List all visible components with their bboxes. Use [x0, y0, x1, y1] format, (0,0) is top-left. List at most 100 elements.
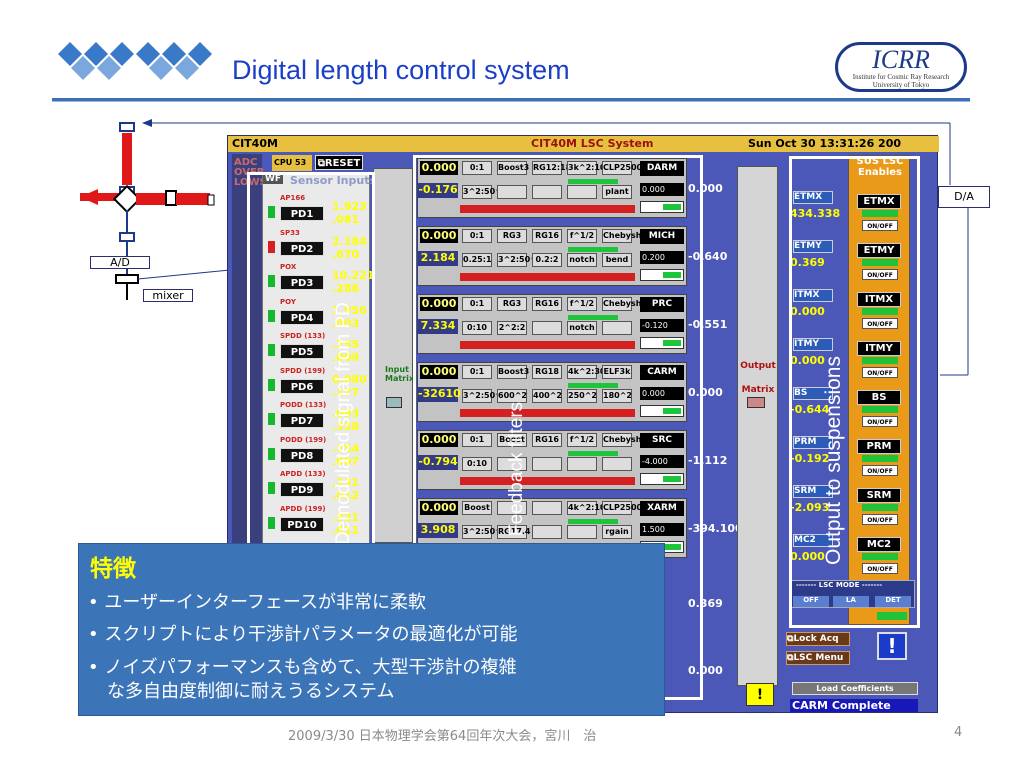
filter-fm-button[interactable]: Chebyshev: [602, 229, 652, 243]
filter-fm2-button[interactable]: 250^2: [567, 389, 597, 403]
filter-fm-button[interactable]: 0:1: [462, 161, 492, 175]
filter-fm-button[interactable]: Chebyshev: [602, 433, 652, 447]
filter-fm-button[interactable]: RG3: [497, 297, 527, 311]
output-matrix-button[interactable]: [747, 397, 765, 408]
lsc-mode-det[interactable]: DET: [875, 596, 911, 607]
sus-button-prm[interactable]: PRM: [793, 436, 833, 449]
sensor-button-pd8[interactable]: PD8: [280, 447, 324, 463]
alert-button[interactable]: !: [746, 683, 774, 706]
filter-fm-button[interactable]: 3k^2:10: [567, 161, 606, 175]
filter-fm-button[interactable]: f^1/2: [567, 297, 597, 311]
filter-name-button[interactable]: SRC: [640, 433, 684, 448]
sensor-button-pd9[interactable]: PD9: [280, 482, 324, 497]
enable-button-etmy[interactable]: ETMY: [857, 243, 901, 258]
onoff-button[interactable]: ON/OFF: [862, 220, 898, 231]
filter-fm-button[interactable]: 4k^2:30: [567, 365, 606, 379]
input-matrix-button[interactable]: [386, 397, 402, 408]
filter-fm2-button[interactable]: [532, 457, 562, 471]
sensor-button-pd4[interactable]: PD4: [280, 309, 324, 325]
filter-fm2-button[interactable]: 0:10: [462, 457, 492, 471]
filter-fm2-button[interactable]: 400^2: [532, 389, 562, 403]
filter-fm-button[interactable]: f^1/2: [567, 229, 597, 243]
filter-fm-button[interactable]: f^1/2: [567, 433, 597, 447]
onoff-button[interactable]: ON/OFF: [862, 416, 898, 427]
lsc-mode-off[interactable]: OFF: [793, 596, 829, 607]
sensor-button-pd5[interactable]: PD5: [280, 344, 324, 359]
filter-name-button[interactable]: CARM: [640, 365, 684, 380]
enable-button-etmx[interactable]: ETMX: [857, 194, 901, 209]
filter-fm2-button[interactable]: notch: [567, 253, 597, 267]
filter-fm-button[interactable]: RG12:18: [532, 161, 571, 175]
filter-fm-button[interactable]: RG18: [532, 365, 562, 379]
lsc-menu-button[interactable]: ⧉LSC Menu: [786, 651, 850, 665]
filter-fm-button[interactable]: Chebyshev: [602, 297, 652, 311]
load-coefficients-button[interactable]: Load Coefficients: [792, 682, 918, 695]
mode-alert-button[interactable]: !: [877, 632, 907, 660]
filter-fm2-button[interactable]: 3^2:50^2: [497, 253, 542, 267]
filter-fm-button[interactable]: 0:1: [462, 229, 492, 243]
filter-fm2-button[interactable]: 0:10: [462, 321, 492, 335]
onoff-button[interactable]: ON/OFF: [862, 514, 898, 525]
filter-fm-button[interactable]: 0:1: [462, 433, 492, 447]
filter-fm2-button[interactable]: 600^2: [497, 389, 527, 403]
enable-button-mc2[interactable]: MC2: [857, 537, 901, 552]
filter-fm-button[interactable]: ELF3k: [602, 365, 632, 379]
onoff-button[interactable]: ON/OFF: [862, 269, 898, 280]
filter-fm-button[interactable]: RG3: [497, 229, 527, 243]
sensor-button-pd10[interactable]: PD10: [280, 516, 324, 532]
lsc-mode-la[interactable]: LA: [833, 596, 869, 607]
sus-button-itmy[interactable]: ITMY: [793, 338, 833, 351]
filter-fm2-button[interactable]: notch: [567, 321, 597, 335]
enable-button-bs[interactable]: BS: [857, 390, 901, 405]
onoff-button[interactable]: ON/OFF: [862, 367, 898, 378]
filter-fm-button[interactable]: Boost3: [497, 161, 529, 175]
enable-button-itmy[interactable]: ITMY: [857, 341, 901, 356]
filter-gain[interactable]: 0.000: [420, 365, 458, 379]
onoff-button[interactable]: ON/OFF: [862, 465, 898, 476]
filter-fm-button[interactable]: CLP2500: [602, 161, 642, 175]
filter-fm2-button[interactable]: [497, 457, 527, 471]
filter-fm2-button[interactable]: [567, 457, 597, 471]
onoff-button[interactable]: ON/OFF: [862, 563, 898, 574]
filter-fm2-button[interactable]: [532, 525, 562, 539]
filter-fm-button[interactable]: Boost: [497, 433, 527, 447]
filter-gain[interactable]: 0.000: [420, 501, 458, 515]
filter-fm-button[interactable]: Boost: [462, 501, 492, 515]
filter-fm-button[interactable]: RG16: [532, 433, 562, 447]
enable-button-srm[interactable]: SRM: [857, 488, 901, 503]
filter-fm2-button[interactable]: rgain: [602, 525, 632, 539]
filter-fm2-button[interactable]: [567, 185, 597, 199]
filter-fm2-button[interactable]: plant: [602, 185, 632, 199]
sus-button-bs[interactable]: BS: [793, 387, 833, 400]
filter-fm2-button[interactable]: bend: [602, 253, 632, 267]
filter-fm2-button[interactable]: 0.2:2: [532, 253, 562, 267]
filter-fm2-button[interactable]: [567, 525, 597, 539]
sensor-button-pd2[interactable]: PD2: [280, 240, 324, 256]
filter-fm2-button[interactable]: 3^2:50^2: [462, 525, 507, 539]
sensor-button-pd7[interactable]: PD7: [280, 413, 324, 428]
filter-fm-button[interactable]: 0:1: [462, 365, 492, 379]
filter-fm2-button[interactable]: [497, 185, 527, 199]
sus-button-srm[interactable]: SRM: [793, 485, 833, 498]
enable-button-itmx[interactable]: ITMX: [857, 292, 901, 307]
filter-fm2-button[interactable]: 3^2:50^2: [462, 389, 507, 403]
sus-button-etmy[interactable]: ETMY: [793, 240, 833, 253]
sus-button-etmx[interactable]: ETMX: [793, 191, 833, 204]
lock-acq-button[interactable]: ⧉Lock Acq: [786, 632, 850, 646]
filter-fm2-button[interactable]: [532, 185, 562, 199]
filter-fm-button[interactable]: Boost3: [497, 365, 529, 379]
filter-fm-button[interactable]: 0:1: [462, 297, 492, 311]
filter-gain[interactable]: 0.000: [420, 297, 458, 311]
filter-fm2-button[interactable]: [602, 457, 632, 471]
filter-name-button[interactable]: MICH: [640, 229, 684, 244]
filter-fm-button[interactable]: [497, 501, 527, 515]
filter-fm-button[interactable]: 4k^2:10: [567, 501, 606, 515]
onoff-button[interactable]: ON/OFF: [862, 318, 898, 329]
enable-button-prm[interactable]: PRM: [857, 439, 901, 454]
filter-fm2-button[interactable]: 0.25:1: [462, 253, 492, 267]
filter-fm-button[interactable]: RG16: [532, 297, 562, 311]
filter-name-button[interactable]: XARM: [640, 501, 684, 516]
filter-fm-button[interactable]: CLP2500: [602, 501, 642, 515]
filter-fm2-button[interactable]: [532, 321, 562, 335]
sensor-button-pd3[interactable]: PD3: [280, 275, 324, 290]
